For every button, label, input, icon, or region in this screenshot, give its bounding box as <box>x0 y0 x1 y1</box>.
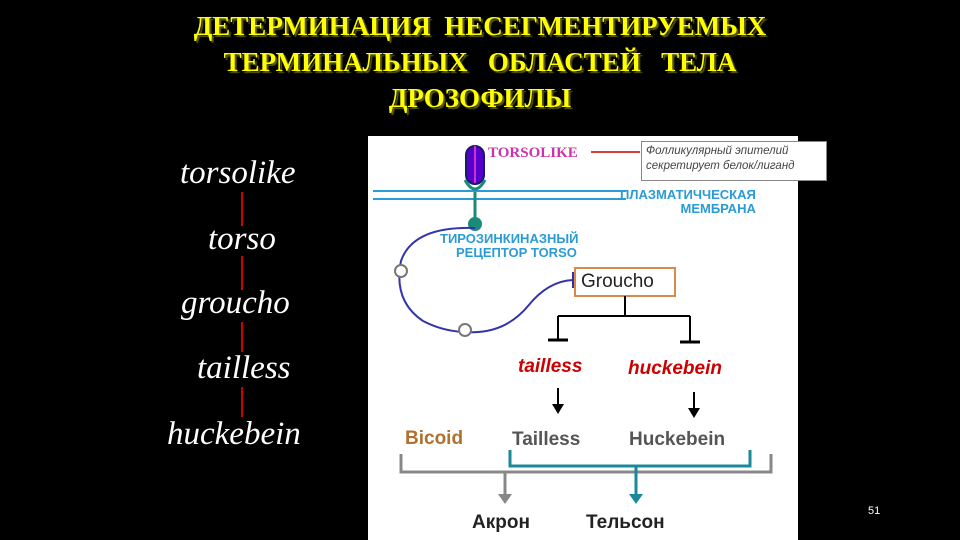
groucho-label: Groucho <box>581 271 654 292</box>
pathway-node-2 <box>458 323 472 337</box>
groucho-box <box>574 267 676 297</box>
bracket-gray <box>399 454 773 474</box>
pathway-node-1 <box>394 264 408 278</box>
title-line-2: ТЕРМИНАЛЬНЫХ ОБЛАСТЕЙ ТЕЛА <box>223 47 737 77</box>
bracket-teal <box>508 450 752 468</box>
membrane-label: ПЛАЗМАТИЧЧЕСКАЯ МЕМБРАНА <box>620 188 756 216</box>
huckebein-protein-label: Huckebein <box>629 429 726 450</box>
slide-number: 51 <box>868 505 881 517</box>
receptor-label: ТИРОЗИНКИНАЗНЫЙ РЕЦЕПТОР TORSO <box>440 232 578 260</box>
arrow-telson-head <box>629 494 643 504</box>
gene-groucho: groucho <box>181 285 290 321</box>
membrane-label-line-2: МЕМБРАНА <box>680 201 756 216</box>
receptor-cup <box>463 179 487 191</box>
gene-torsolike: torsolike <box>180 155 296 191</box>
arrow-tailless-head <box>552 404 564 414</box>
callout-line-1: Фолликулярный эпителий <box>646 145 789 157</box>
receptor-label-line-1: ТИРОЗИНКИНАЗНЫЙ <box>440 231 579 246</box>
membrane-label-line-1: ПЛАЗМАТИЧЧЕСКАЯ <box>620 187 756 202</box>
arrow-akron-head <box>498 494 512 504</box>
gene-huckebein: huckebein <box>167 416 301 452</box>
callout-line-2: секретирует белок/лиганд <box>646 160 795 172</box>
cascade-connector-3 <box>241 322 243 352</box>
title-line-1: ДЕТЕРМИНАЦИЯ НЕСЕГМЕНТИРУЕМЫХ <box>193 11 767 41</box>
pathway-graphics <box>373 145 773 504</box>
tailless-gene-label: tailless <box>518 356 583 377</box>
cascade-connector-1 <box>241 192 243 226</box>
torsolike-label: TORSOLIKE <box>488 145 578 161</box>
bicoid-label: Bicoid <box>405 428 464 449</box>
slide-title: ДЕТЕРМИНАЦИЯ НЕСЕГМЕНТИРУЕМЫХ ТЕРМИНАЛЬН… <box>0 8 960 116</box>
akron-label: Акрон <box>472 512 530 533</box>
cascade-connector-4 <box>241 387 243 417</box>
gene-torso: torso <box>208 221 276 257</box>
gene-tailless: tailless <box>197 350 291 386</box>
arrow-huckebein-head <box>688 408 700 418</box>
tailless-protein-label: Tailless <box>512 429 581 450</box>
receptor-label-line-2: РЕЦЕПТОР TORSO <box>456 245 577 260</box>
receptor-kinase-dot <box>468 217 482 231</box>
telson-label: Тельсон <box>586 512 665 533</box>
cascade-connector-2 <box>241 256 243 290</box>
huckebein-gene-label: huckebein <box>628 358 722 379</box>
pathway-diagram: TORSOLIKE ПЛАЗМАТИЧЧЕСКАЯ МЕМБРАНА ТИРОЗ… <box>368 136 798 540</box>
signal-pathway-curve <box>398 226 574 334</box>
title-line-3: ДРОЗОФИЛЫ <box>388 83 572 113</box>
follicle-epithelium-callout: Фолликулярный эпителий секретирует белок… <box>641 141 827 181</box>
